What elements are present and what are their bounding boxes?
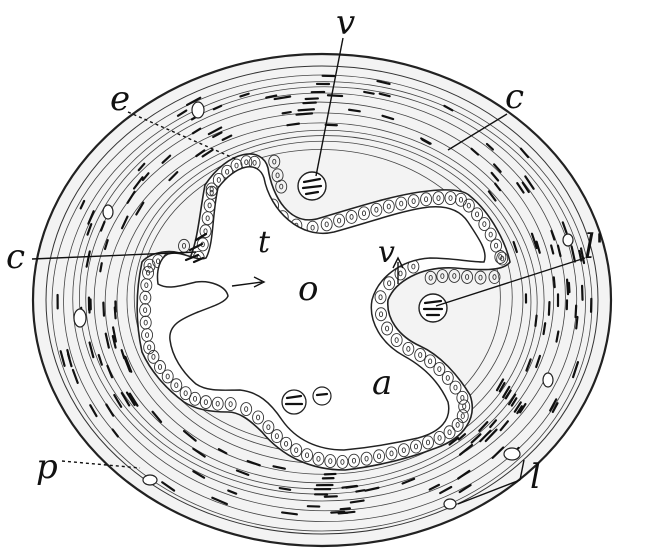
muscle-nucleus (344, 512, 354, 513)
muscle-nucleus (549, 302, 550, 315)
muscle-nucleus (346, 486, 357, 487)
label-l-prime: l' (584, 227, 604, 267)
label-v-top: v (336, 3, 355, 43)
muscle-nucleus (576, 306, 577, 318)
label-c-right: c (505, 77, 524, 117)
muscle-nucleus (535, 316, 536, 326)
muscle-nucleus (576, 317, 577, 328)
label-e: e (110, 79, 130, 119)
muscle-nucleus (356, 490, 364, 491)
label-v-small: v (378, 235, 395, 270)
muscle-nucleus (296, 113, 312, 114)
muscle-nucleus (100, 263, 101, 271)
muscle-nucleus (115, 307, 116, 318)
muscle-nucleus (331, 512, 344, 513)
muscle-nucleus (328, 95, 342, 96)
muscle-nucleus (554, 277, 555, 287)
vessel-v-top (298, 172, 326, 200)
muscle-nucleus (567, 280, 568, 295)
muscle-nucleus (306, 98, 318, 99)
muscle-nucleus (569, 283, 570, 292)
label-o: o (298, 269, 318, 309)
label-t: t (258, 225, 271, 260)
vessel-l-prime (419, 294, 447, 322)
muscle-nucleus (349, 110, 360, 112)
label-a: a (372, 363, 392, 403)
muscle-nucleus (341, 508, 350, 509)
label-l: l (530, 457, 541, 497)
muscle-nucleus (303, 103, 315, 104)
label-c-left: c (6, 237, 25, 277)
muscle-nucleus (298, 109, 313, 110)
muscle-nucleus (103, 303, 104, 316)
label-p: p (36, 447, 58, 487)
muscle-nucleus (283, 112, 291, 113)
